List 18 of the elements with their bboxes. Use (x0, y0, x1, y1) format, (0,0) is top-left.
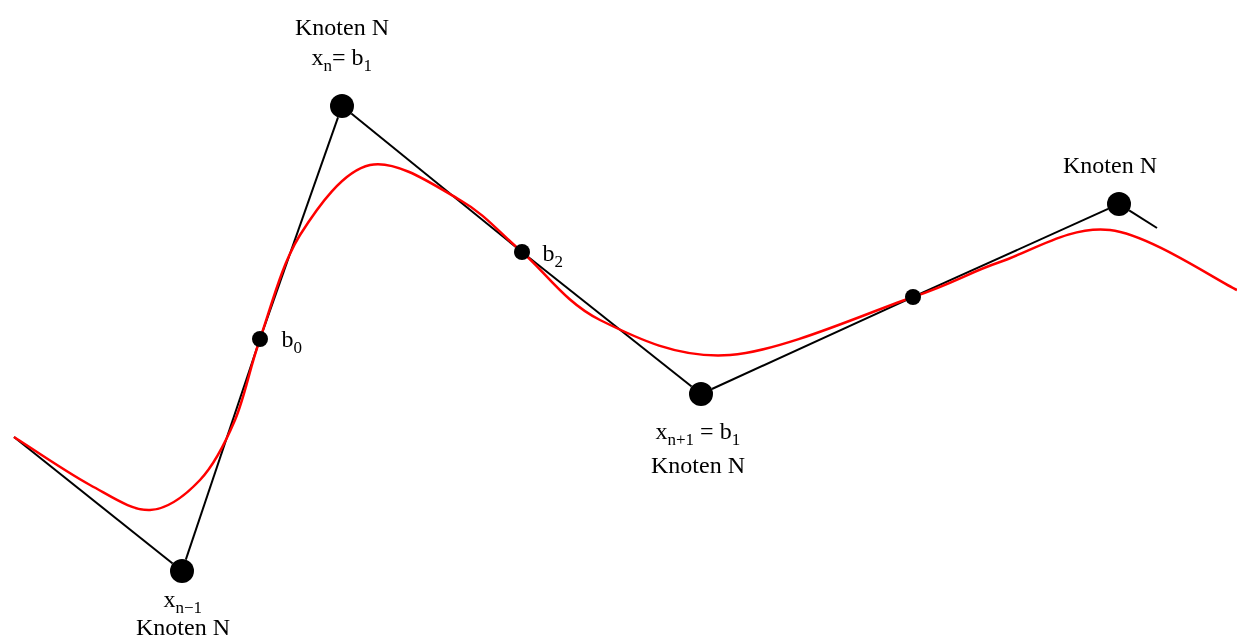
control-point (514, 244, 530, 260)
point-label: x$_{n}$= b$_{1}$ (311, 44, 373, 77)
point-label: b$_{0}$ (281, 326, 302, 359)
control-polygon-line (1128, 209, 1158, 229)
point-label: Knoten N (1063, 152, 1157, 178)
point-label: x$_{n+1}$ = b$_{1}$ (655, 418, 741, 451)
point-label: Knoten N (651, 452, 745, 478)
knot-point (170, 559, 194, 583)
knot-point (1107, 192, 1131, 216)
control-point (252, 331, 268, 347)
point-label: b$_{2}$ (542, 240, 563, 273)
knot-point (689, 382, 713, 406)
control-point (905, 289, 921, 305)
knot-point (330, 94, 354, 118)
control-polygon-line (710, 299, 907, 390)
point-label: Knoten N (295, 14, 389, 40)
control-polygon-line (527, 255, 693, 388)
control-polygon-line (919, 207, 1110, 295)
